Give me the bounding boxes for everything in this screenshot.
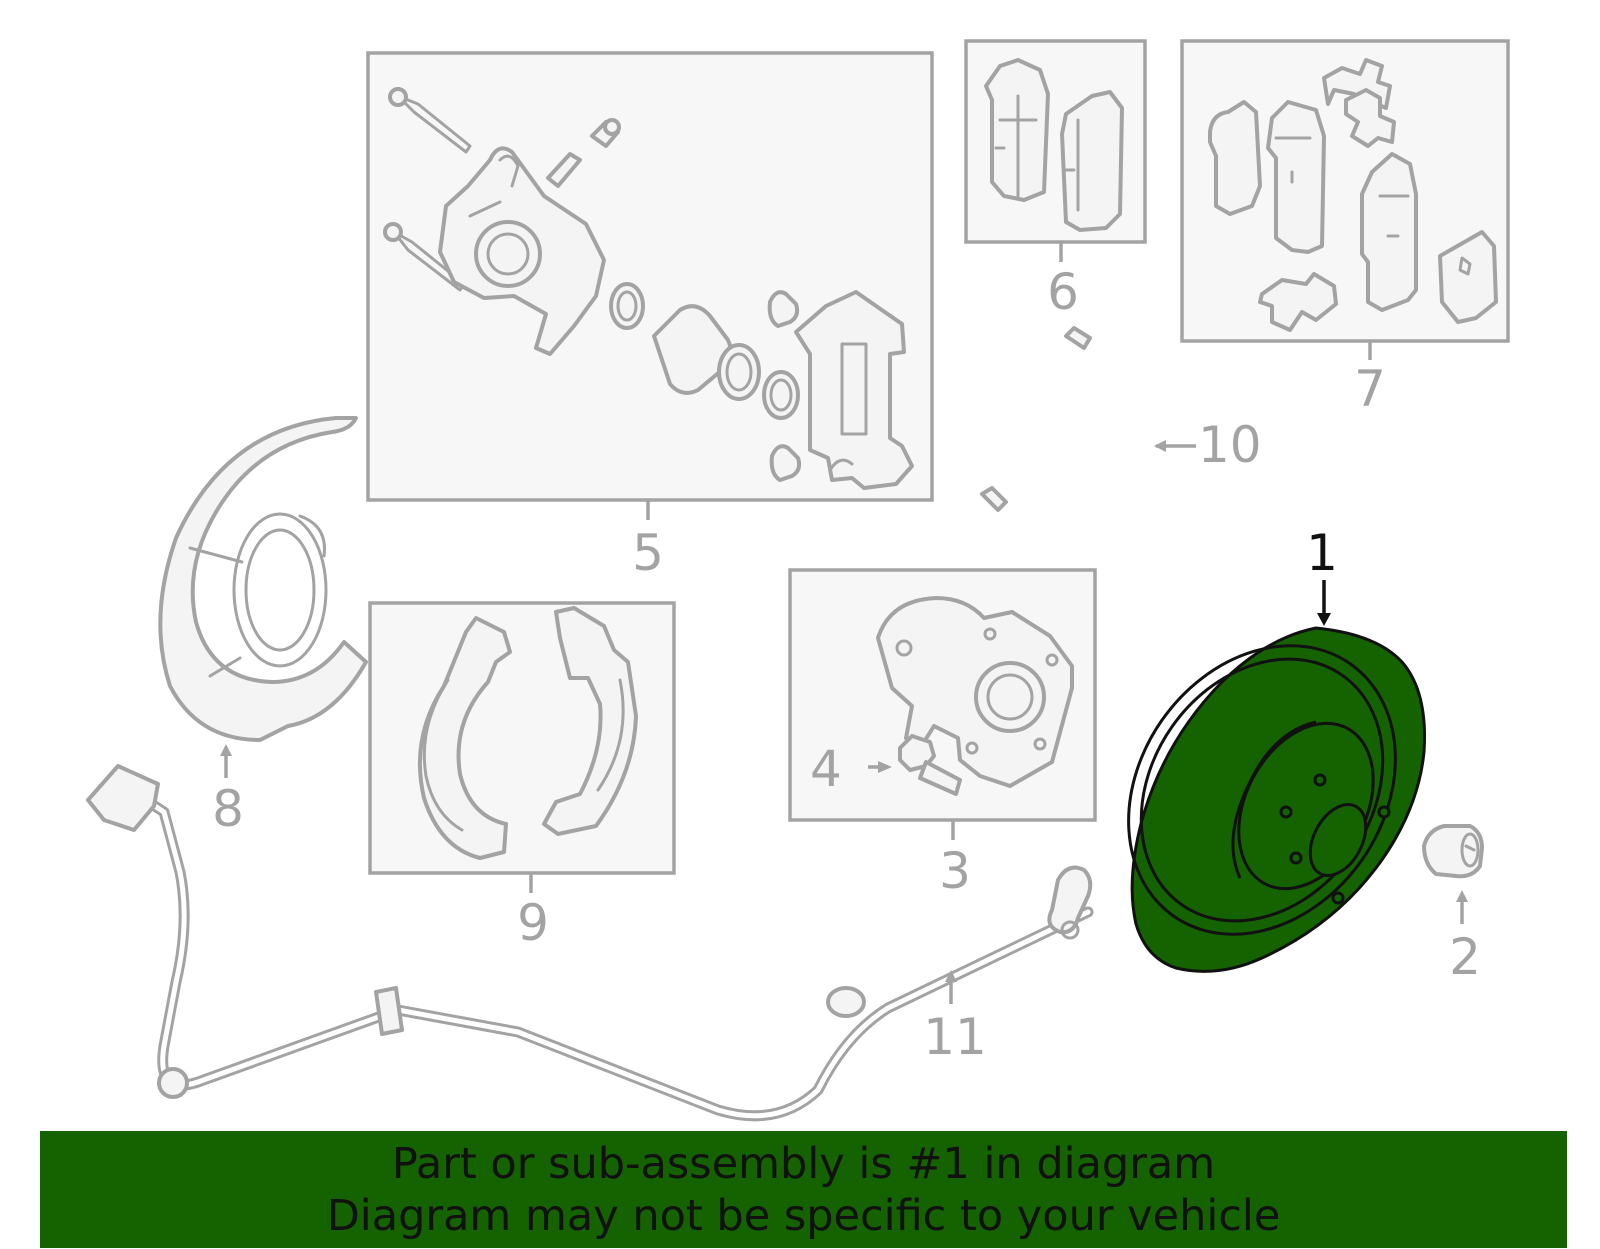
- banner-line-2: Diagram may not be specific to your vehi…: [326, 1190, 1281, 1241]
- callout-10: 10: [1198, 416, 1262, 474]
- caliper-assembly-group[interactable]: 5: [366, 51, 934, 582]
- callout-3: 3: [939, 842, 971, 900]
- brake-hose-group[interactable]: 10: [964, 326, 1262, 549]
- plug-group[interactable]: 2: [1422, 824, 1484, 986]
- callout-5: 5: [632, 524, 664, 582]
- brake-shoes-icon: [417, 606, 638, 860]
- wheel-stud-icon: [898, 734, 962, 796]
- caliper-assembly-icon: [383, 87, 914, 490]
- callout-11: 11: [923, 1008, 987, 1066]
- brake-rotor-icon: [1127, 626, 1426, 973]
- brake-hose-icon: [964, 326, 1147, 549]
- brake-rotor-group[interactable]: 1: [1074, 524, 1451, 986]
- brake-pads-group[interactable]: 6: [964, 39, 1147, 321]
- abs-sensor-group[interactable]: 11: [86, 764, 1094, 1122]
- hub-bearing-icon: [876, 596, 1074, 788]
- pad-hardware-group[interactable]: 7: [1180, 39, 1510, 418]
- callout-2: 2: [1449, 928, 1481, 986]
- callout-1: 1: [1306, 524, 1338, 582]
- brake-shoes-group[interactable]: 9: [368, 601, 676, 952]
- splash-shield-group[interactable]: 8: [158, 416, 368, 838]
- plug-icon: [1422, 824, 1484, 879]
- abs-sensor-icon: [86, 764, 1094, 1122]
- pad-hardware-icon: [1208, 58, 1498, 332]
- banner-line-1: Part or sub-assembly is #1 in diagram: [391, 1138, 1216, 1189]
- callout-8: 8: [212, 780, 244, 838]
- splash-shield-icon: [158, 416, 368, 742]
- callout-7: 7: [1354, 360, 1386, 418]
- callout-9: 9: [517, 894, 549, 952]
- brake-pads-icon: [984, 58, 1124, 232]
- hub-bearing-group[interactable]: 4 3: [788, 568, 1097, 900]
- callout-6: 6: [1047, 263, 1079, 321]
- callout-4: 4: [810, 740, 842, 798]
- info-banner: Part or sub-assembly is #1 in diagram Di…: [40, 1131, 1567, 1248]
